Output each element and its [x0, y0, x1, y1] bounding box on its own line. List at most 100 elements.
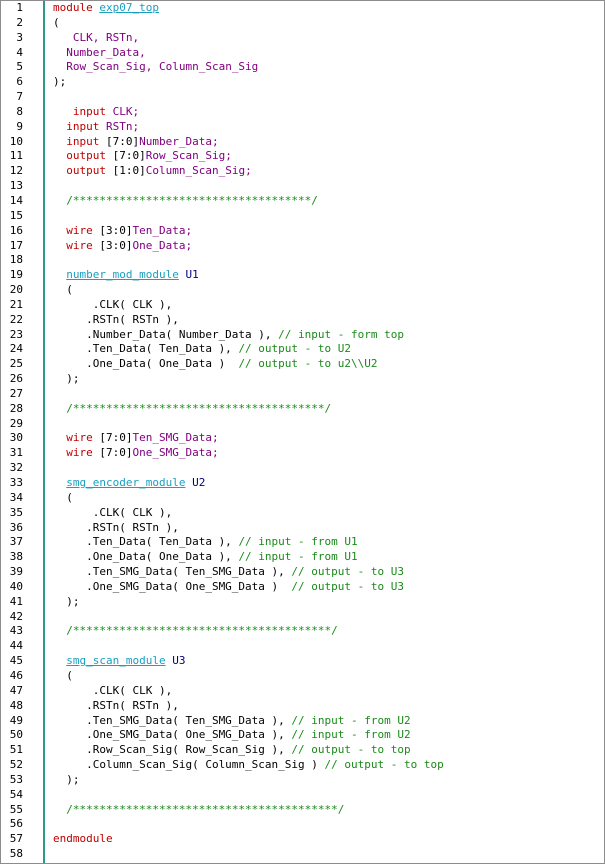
code-line[interactable]: .CLK( CLK ), [53, 684, 604, 699]
line-number: 35 [9, 505, 23, 519]
code-line[interactable]: Row_Scan_Sig, Column_Scan_Sig [53, 60, 604, 75]
code-line[interactable]: ); [53, 773, 604, 788]
code-token [53, 803, 66, 816]
code-line[interactable] [53, 461, 604, 476]
code-token: ); [53, 772, 80, 786]
code-token: [7:0] [92, 446, 133, 460]
code-line[interactable]: .Row_Scan_Sig( Row_Scan_Sig ), // output… [53, 743, 604, 758]
code-line[interactable]: .One_Data( One_Data ) // output - to u2\… [53, 357, 604, 372]
code-line[interactable] [53, 209, 604, 224]
code-line[interactable]: /***************************************… [53, 803, 604, 818]
code-token [53, 431, 66, 444]
code-line[interactable]: output [7:0]Row_Scan_Sig; [53, 149, 604, 164]
code-line[interactable]: .One_SMG_Data( One_SMG_Data ) // output … [53, 580, 604, 595]
code-token: .Row_Scan_Sig( Row_Scan_Sig ), [53, 743, 292, 757]
code-token [53, 46, 66, 59]
code-token: input [66, 119, 100, 133]
line-number: 38 [9, 550, 23, 564]
code-line[interactable]: ( [53, 491, 604, 506]
code-line[interactable]: module exp07_top [53, 1, 604, 16]
code-token: One_SMG_Data; [132, 446, 219, 460]
code-line[interactable]: /**************************************/ [53, 402, 604, 417]
code-token: .One_Data( One_Data ), [53, 550, 239, 564]
code-line[interactable]: /***************************************… [53, 624, 604, 639]
line-number: 26 [9, 372, 23, 386]
code-line[interactable]: input RSTn; [53, 120, 604, 135]
code-token [53, 105, 73, 118]
code-line[interactable]: .Ten_Data( Ten_Data ), // input - from U… [53, 535, 604, 550]
code-line[interactable] [53, 179, 604, 194]
line-number: 3 [16, 30, 23, 44]
code-line[interactable]: smg_scan_module U3 [53, 654, 604, 669]
line-number: 49 [9, 713, 23, 727]
code-token: input [66, 134, 100, 148]
code-line[interactable] [53, 610, 604, 625]
code-token: [7:0] [92, 431, 133, 445]
code-token: Ten_SMG_Data; [132, 431, 219, 445]
line-number: 12 [9, 164, 23, 178]
code-line[interactable]: endmodule [53, 832, 604, 847]
code-line[interactable] [53, 788, 604, 803]
code-line[interactable]: input CLK; [53, 105, 604, 120]
code-token [53, 624, 66, 637]
code-line[interactable] [53, 639, 604, 654]
code-line[interactable]: ); [53, 372, 604, 387]
code-line[interactable]: wire [3:0]Ten_Data; [53, 224, 604, 239]
code-line[interactable] [53, 417, 604, 432]
code-token: [7:0] [106, 149, 146, 163]
code-line[interactable]: .Ten_SMG_Data( Ten_SMG_Data ), // output… [53, 565, 604, 580]
code-line[interactable]: CLK, RSTn, [53, 31, 604, 46]
code-line[interactable]: wire [7:0]Ten_SMG_Data; [53, 431, 604, 446]
code-line[interactable]: number_mod_module U1 [53, 268, 604, 283]
code-line[interactable]: ); [53, 595, 604, 610]
code-line[interactable]: wire [3:0]One_Data; [53, 239, 604, 254]
line-number: 28 [9, 401, 23, 415]
code-token: // input - from U1 [238, 535, 358, 549]
code-line[interactable]: ( [53, 16, 604, 31]
code-line[interactable]: .One_SMG_Data( One_SMG_Data ), // input … [53, 728, 604, 743]
code-line[interactable]: ( [53, 283, 604, 298]
line-number: 4 [16, 45, 23, 59]
code-line[interactable] [53, 253, 604, 268]
code-line[interactable]: Number_Data, [53, 46, 604, 61]
code-line[interactable]: .Number_Data( Number_Data ), // input - … [53, 328, 604, 343]
line-number: 16 [9, 223, 23, 237]
code-line[interactable]: .One_Data( One_Data ), // input - from U… [53, 550, 604, 565]
code-token [53, 402, 66, 415]
code-token: wire [66, 238, 93, 252]
line-number: 58 [9, 847, 23, 861]
line-number: 33 [9, 476, 23, 489]
code-line[interactable]: output [1:0]Column_Scan_Sig; [53, 164, 604, 179]
code-line[interactable]: .RSTn( RSTn ), [53, 313, 604, 328]
code-token [53, 268, 66, 281]
code-token: One_Data; [132, 238, 193, 252]
code-line[interactable] [53, 847, 604, 862]
code-token: ( [53, 15, 60, 29]
code-line[interactable]: .CLK( CLK ), [53, 506, 604, 521]
code-token [53, 120, 66, 133]
code-line[interactable]: .RSTn( RSTn ), [53, 699, 604, 714]
line-number: 32 [9, 461, 23, 475]
code-token: exp07_top [99, 1, 159, 14]
code-line[interactable]: .Ten_Data( Ten_Data ), // output - to U2 [53, 342, 604, 357]
code-line[interactable]: .CLK( CLK ), [53, 298, 604, 313]
code-token [53, 149, 66, 162]
code-token: .One_SMG_Data( One_SMG_Data ), [53, 728, 292, 742]
code-line[interactable] [53, 387, 604, 402]
line-number: 9 [16, 119, 23, 133]
code-line[interactable]: ( [53, 669, 604, 684]
code-line[interactable]: smg_encoder_module U2 [53, 476, 604, 491]
code-line[interactable]: .Ten_SMG_Data( Ten_SMG_Data ), // input … [53, 714, 604, 729]
code-line[interactable]: .RSTn( RSTn ), [53, 521, 604, 536]
code-line[interactable]: input [7:0]Number_Data; [53, 135, 604, 150]
code-line[interactable]: /************************************/ [53, 194, 604, 209]
line-number: 44 [9, 639, 23, 653]
line-number: 40 [9, 579, 23, 593]
code-line[interactable] [53, 817, 604, 832]
code-line[interactable]: wire [7:0]One_SMG_Data; [53, 446, 604, 461]
code-area[interactable]: module exp07_top( CLK, RSTn, Number_Data… [53, 1, 604, 863]
code-line[interactable]: .Column_Scan_Sig( Column_Scan_Sig ) // o… [53, 758, 604, 773]
code-line[interactable] [53, 90, 604, 105]
code-line[interactable]: ); [53, 75, 604, 90]
